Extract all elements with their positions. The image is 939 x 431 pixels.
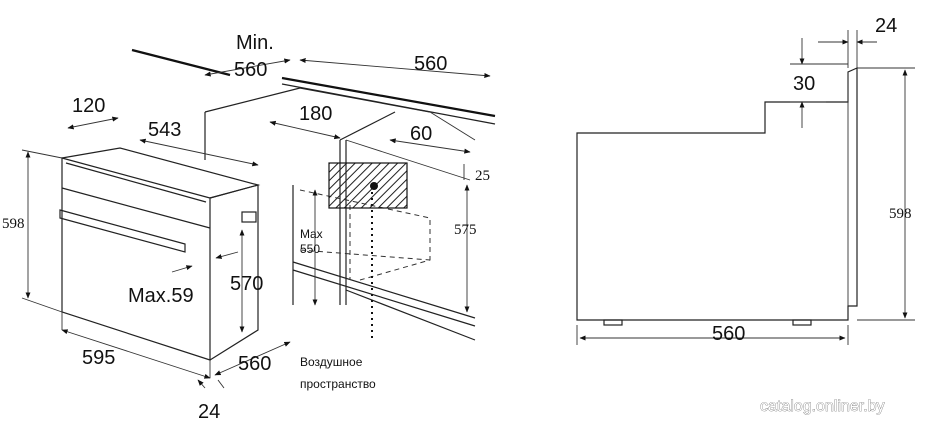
right-dimension-lines <box>579 38 908 341</box>
label-side-24: 24 <box>875 15 897 37</box>
label-niche-60: 60 <box>410 123 432 145</box>
label-thickness-24: 24 <box>198 401 220 423</box>
label-air-space-line1: Воздушное <box>300 355 363 369</box>
label-height-598: 598 <box>2 216 25 232</box>
label-height-575: 575 <box>454 222 477 238</box>
label-max: Max <box>300 227 323 241</box>
label-max-59: Max.59 <box>128 285 194 307</box>
label-side-598: 598 <box>889 206 912 222</box>
label-min: Min. <box>236 32 274 54</box>
watermark: catalog.onliner.by <box>760 398 885 415</box>
label-niche-180: 180 <box>299 103 332 125</box>
label-width-595: 595 <box>82 347 115 369</box>
label-height-570: 570 <box>230 273 263 295</box>
label-depth-543: 543 <box>148 119 181 141</box>
label-niche-25: 25 <box>475 168 490 184</box>
cabinet-niche <box>131 48 496 341</box>
label-min-560: 560 <box>234 59 267 81</box>
label-step-30: 30 <box>793 73 815 95</box>
oven-side-view <box>576 30 915 345</box>
left-dimension-lines <box>21 57 491 389</box>
label-depth-560: 560 <box>238 353 271 375</box>
label-max-550: 550 <box>300 242 320 256</box>
label-side-560: 560 <box>712 323 745 345</box>
label-air-space-line2: пространство <box>300 377 376 391</box>
label-depth-120: 120 <box>72 95 105 117</box>
oven-drawing <box>59 147 261 378</box>
label-cabinet-width-560: 560 <box>414 53 447 75</box>
